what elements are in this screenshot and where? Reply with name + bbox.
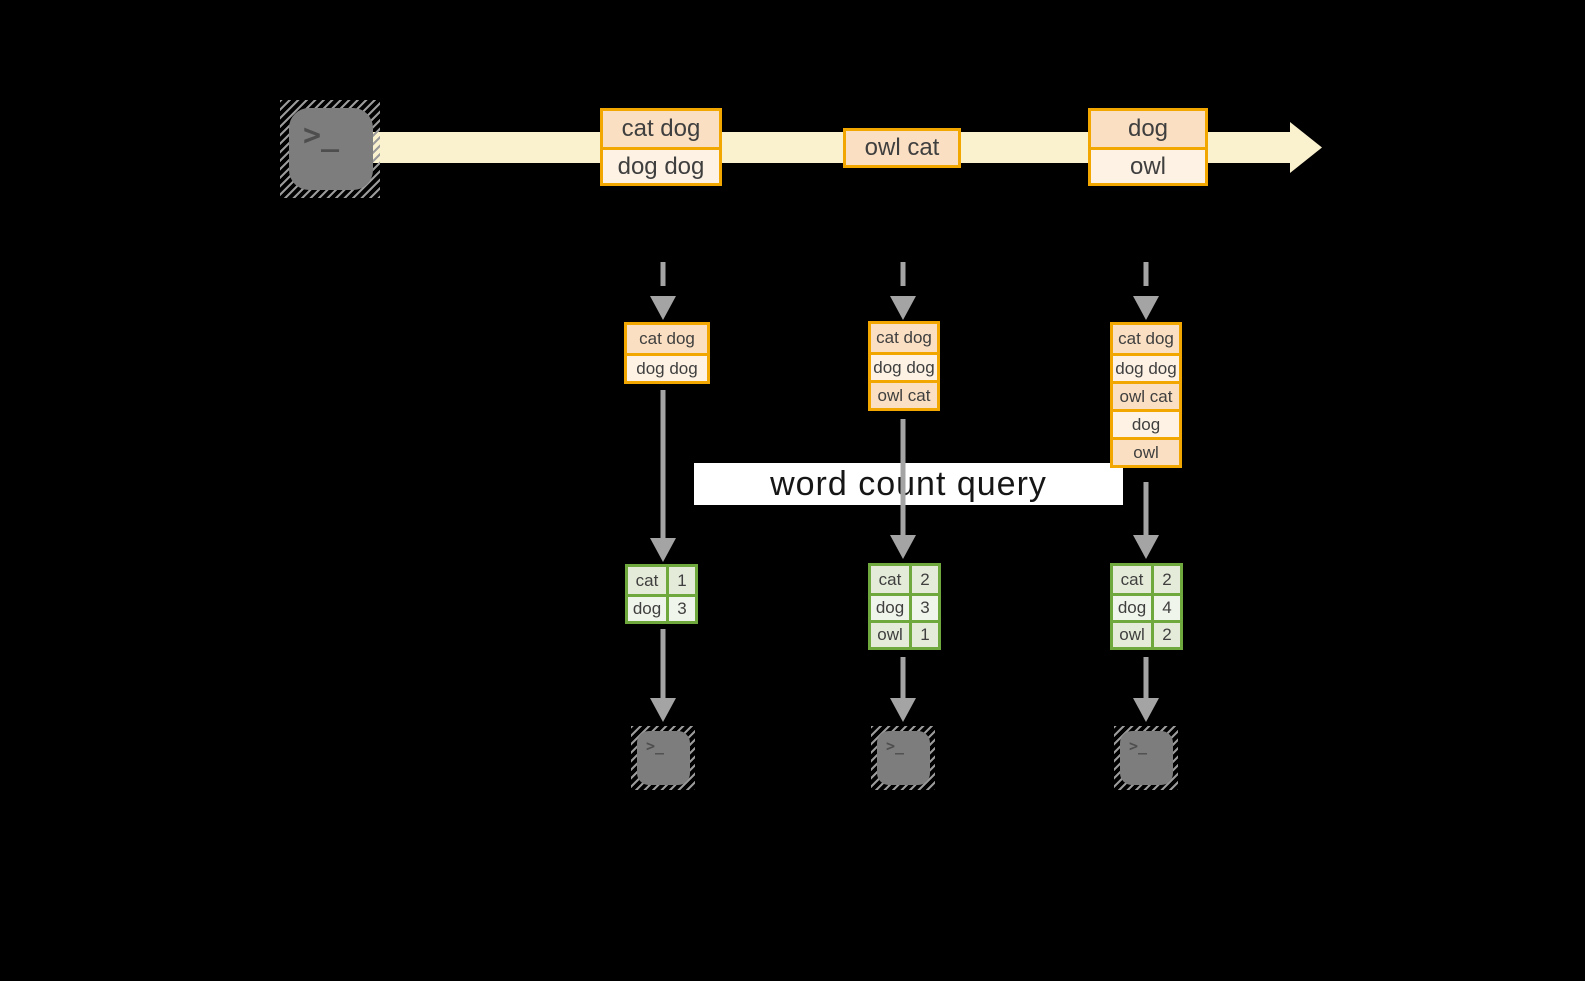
count-row: dog 3 [628,594,695,621]
stream-event-group-1: cat dog dog dog [600,108,722,186]
count-row: dog 3 [871,593,938,620]
count-word: dog [628,597,669,621]
buffer-stack-3: cat dog dog dog owl cat dog owl [1110,322,1182,468]
count-word: cat [628,567,669,594]
count-word: cat [871,566,912,593]
count-value: 3 [677,599,687,618]
output-terminal-icon-1: >_ [631,726,695,790]
count-word: owl [871,623,912,647]
buffer-row: owl cat [1113,381,1179,409]
terminal-screen: >_ [877,731,930,785]
count-value: 2 [1162,625,1172,644]
query-arrow-middle [890,419,916,559]
count-word: dog [871,596,912,620]
query-banner: word count query [694,463,1123,505]
stream-event: dog [1091,111,1205,147]
terminal-screen: >_ [637,731,690,785]
count-table-1: cat 1 dog 3 [625,564,698,624]
stream-arrowhead [1290,122,1322,173]
count-row: owl 2 [1113,620,1180,647]
buffer-row: dog dog [627,353,707,381]
output-terminal-icon-2: >_ [871,726,935,790]
terminal-prompt-glyph: >_ [646,737,665,755]
buffer-row: dog [1113,409,1179,437]
count-word: cat [1113,566,1154,593]
output-arrow-left [650,629,676,722]
stream-event-group-2: owl cat [843,128,961,168]
terminal-screen: >_ [1120,731,1173,785]
stream-event: dog dog [603,147,719,183]
buffer-row: cat dog [1113,325,1179,353]
output-terminal-icon-3: >_ [1114,726,1178,790]
count-word: dog [1113,596,1154,620]
terminal-prompt-glyph: >_ [886,737,905,755]
buffer-row: dog dog [871,352,937,380]
count-value: 3 [920,598,930,617]
buffer-stack-2: cat dog dog dog owl cat [868,321,940,411]
dashed-arrow-left [650,262,676,320]
buffer-row: owl [1113,437,1179,465]
buffer-stack-1: cat dog dog dog [624,322,710,384]
count-value: 1 [920,625,930,644]
count-word: owl [1113,623,1154,647]
count-table-2: cat 2 dog 3 owl 1 [868,563,941,650]
count-value: 1 [677,570,687,590]
count-value: 4 [1162,598,1172,617]
terminal-prompt-glyph: >_ [303,118,340,153]
count-row: cat 1 [628,567,695,594]
count-row: cat 2 [1113,566,1180,593]
output-arrow-middle [890,657,916,722]
dashed-arrow-right [1133,262,1159,320]
query-banner-label: word count query [770,464,1047,503]
stream-event: owl [1091,147,1205,183]
count-value: 2 [1162,569,1172,589]
count-row: owl 1 [871,620,938,647]
buffer-row: dog dog [1113,353,1179,381]
query-arrow-right [1133,482,1159,559]
dashed-arrow-middle [890,262,916,320]
count-value: 2 [920,569,930,589]
buffer-row: cat dog [871,324,937,352]
source-terminal-icon: >_ [280,100,380,198]
terminal-prompt-glyph: >_ [1129,737,1148,755]
stream-event: owl cat [846,131,958,165]
buffer-row: owl cat [871,380,937,408]
output-arrow-right [1133,657,1159,722]
buffer-row: cat dog [627,325,707,353]
count-table-3: cat 2 dog 4 owl 2 [1110,563,1183,650]
stream-event-group-3: dog owl [1088,108,1208,186]
stream-event: cat dog [603,111,719,147]
terminal-screen: >_ [289,108,373,190]
count-row: cat 2 [871,566,938,593]
query-arrow-left [650,390,676,562]
count-row: dog 4 [1113,593,1180,620]
